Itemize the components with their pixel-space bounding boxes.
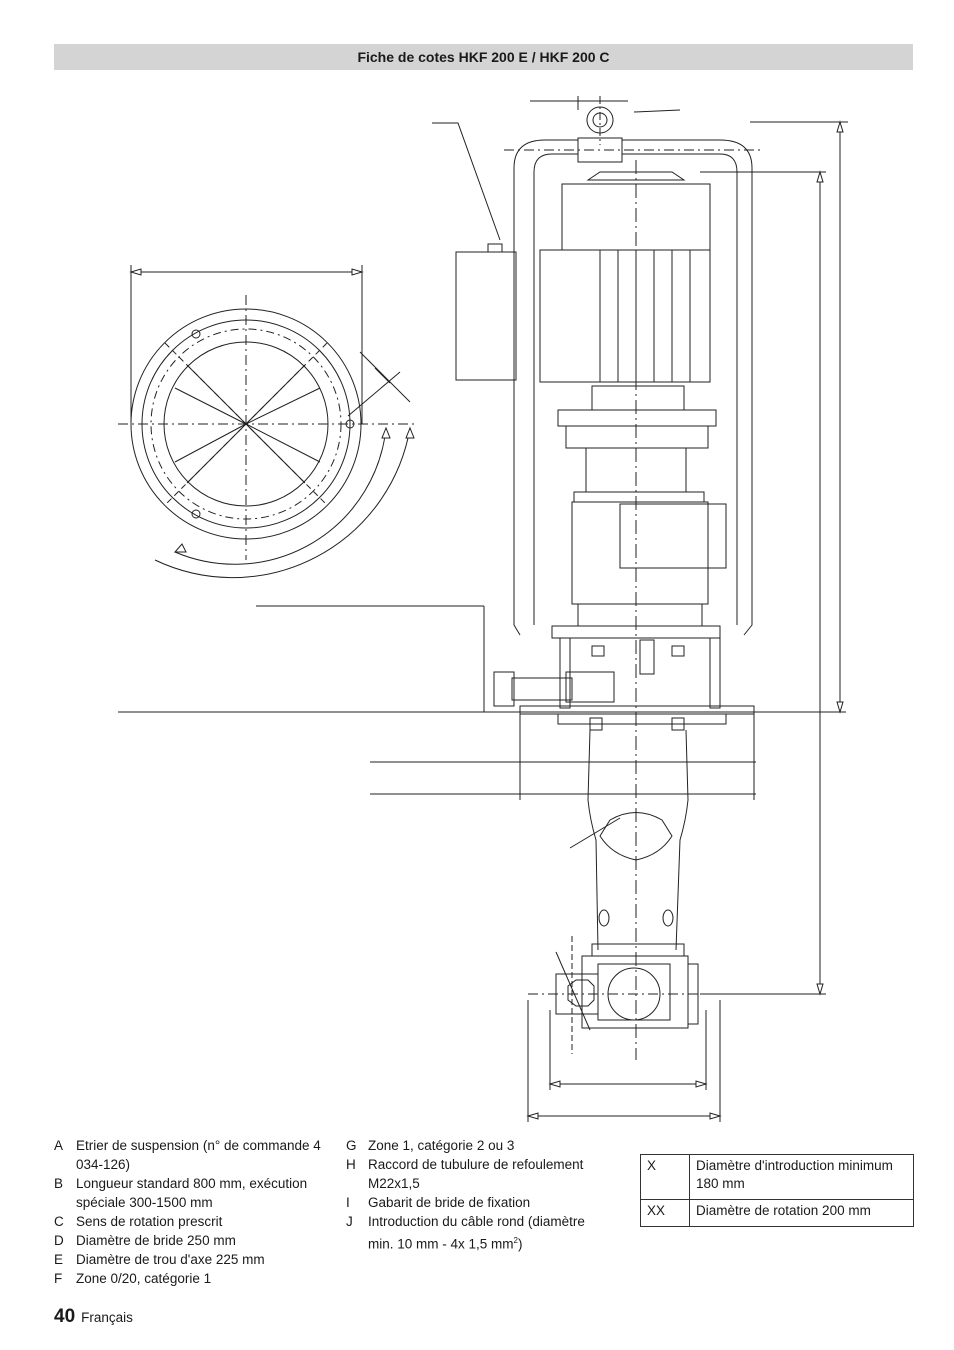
technical-drawing [118,96,848,1122]
legend-text-main: Etrier de suspension (n° de commande 4 0… [76,1138,321,1172]
legend-item: I Gabarit de bride de fixation [346,1193,608,1212]
legend-text: Diamètre de trou d'axe 225 mm [76,1250,334,1269]
legend-item: A Etrier de suspension (n° de commande 4 … [54,1136,334,1174]
legend-key: J [346,1214,353,1229]
table-cell-value: Diamètre de rotation 200 mm [689,1199,914,1227]
legend-item: G Zone 1, catégorie 2 ou 3 [346,1136,608,1155]
table-cell-value: Diamètre d'introduction minimum 180 mm [689,1154,914,1200]
legend-text: Longueur standard 800 mm, exécution spéc… [76,1174,334,1212]
legend-item: E Diamètre de trou d'axe 225 mm [54,1250,334,1269]
legend-text-main: Sens de rotation prescrit [76,1214,223,1229]
legend-text: Diamètre de bride 250 mm [76,1231,334,1250]
legend-key: I [346,1195,350,1210]
legend-text-suffix: ) [517,1236,523,1252]
legend-list-left: A Etrier de suspension (n° de commande 4 … [54,1136,334,1288]
flange-template-view [118,265,415,579]
legend-item: H Raccord de tubulure de refoulement M22x… [346,1155,608,1193]
table-cell-key: XX [640,1199,690,1227]
legend-item: C Sens de rotation prescrit [54,1212,334,1231]
legend-text-main: Longueur standard 800 mm, exécution spéc… [76,1176,308,1210]
legend-key: C [54,1214,64,1229]
legend-item: D Diamètre de bride 250 mm [54,1231,334,1250]
legend-text: Raccord de tubulure de refoulement M22x1… [368,1155,608,1193]
legend-key: H [346,1157,356,1172]
dimension-table: X Diamètre d'introduction minimum 180 mm… [640,1154,914,1227]
section-title: Fiche de cotes HKF 200 E / HKF 200 C [357,49,610,65]
legend-text: Gabarit de bride de fixation [368,1193,608,1212]
page-footer: 40 Français [54,1306,133,1328]
legend-superscript: 2 [513,1236,518,1245]
legend-text: Introduction du câble rond (diamètre min… [368,1212,608,1254]
legend-text-main: Diamètre de bride 250 mm [76,1233,236,1248]
legend-text: Sens de rotation prescrit [76,1212,334,1231]
table-row: X Diamètre d'introduction minimum 180 mm [640,1154,914,1200]
legend-list-right: G Zone 1, catégorie 2 ou 3 H Raccord de tub… [346,1136,608,1254]
legend-text-main: Zone 1, catégorie 2 ou 3 [368,1138,515,1153]
legend-text-main: Zone 0/20, catégorie 1 [76,1271,212,1286]
legend-key: F [54,1271,63,1286]
page-language: Français [81,1310,133,1325]
legend-text-main: Introduction du câble rond (diamètre min… [368,1214,585,1252]
legend-text-main: Gabarit de bride de fixation [368,1195,531,1210]
legend-text: Zone 1, catégorie 2 ou 3 [368,1136,608,1155]
legend-text-main: Raccord de tubulure de refoulement M22x1… [368,1157,584,1191]
legend-key: A [54,1138,64,1153]
table-cell-key: X [640,1154,690,1200]
legend-key: G [346,1138,357,1153]
legend-item: J Introduction du câble rond (diamètre mi… [346,1212,608,1254]
legend-text-main: Diamètre de trou d'axe 225 mm [76,1252,265,1267]
pump-side-view [118,96,848,1122]
legend-key: B [54,1176,64,1191]
legend-text: Etrier de suspension (n° de commande 4 0… [76,1136,334,1174]
table-row: XX Diamètre de rotation 200 mm [640,1199,914,1227]
legend-key: E [54,1252,64,1267]
legend-text: Zone 0/20, catégorie 1 [76,1269,334,1288]
section-title-bar: Fiche de cotes HKF 200 E / HKF 200 C [54,44,913,70]
page-number: 40 [54,1306,76,1327]
legend-item: B Longueur standard 800 mm, exécution spé… [54,1174,334,1212]
legend-item: F Zone 0/20, catégorie 1 [54,1269,334,1288]
legend-key: D [54,1233,64,1248]
